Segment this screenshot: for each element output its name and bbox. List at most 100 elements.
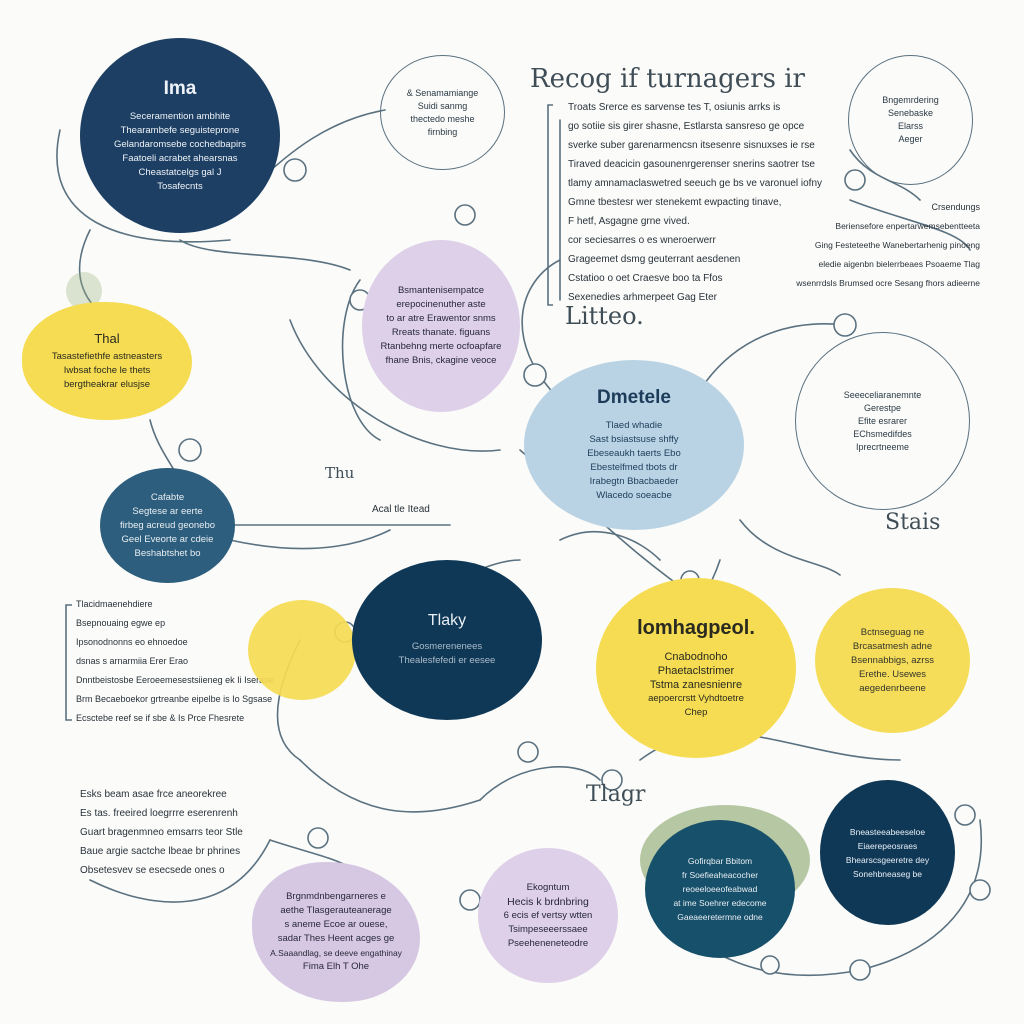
node-lomhagpeol[interactable]: lomhagpeol. Cnabodnoho Phaetaclstrimer T…: [596, 578, 796, 758]
heading-liteo: Litteo.: [565, 302, 644, 330]
node-dmetele[interactable]: Dmetele Tlaed whadie Sast bsiastsuse shf…: [524, 360, 744, 530]
node-dark-bottom-right[interactable]: Bneasteeabeeseloe Eiaerepeosraes Bhearsc…: [820, 780, 955, 925]
node-title: Thal: [94, 330, 120, 346]
node-line: Rtanbehng merte ocfoapfare: [380, 341, 502, 352]
node-right-top-ring[interactable]: Bngemrdering Senebaske Elarss Aeger: [848, 55, 973, 185]
connector-line: [56, 129, 231, 243]
connector-node: [523, 363, 547, 387]
paragraph-line: F hetf, Asgagne grne vived.: [568, 216, 690, 227]
node-line: Bneasteeabeeseloe: [849, 826, 926, 837]
node-title: lomhagpeol.: [637, 616, 755, 639]
paragraph-line: Grageemet dsmg geuterrant aesdenen: [568, 254, 741, 265]
node-yellow-left[interactable]: Thal Tasastefiethfe astneasters Iwbsat f…: [22, 302, 192, 420]
node-line: Efite esrarer: [857, 415, 908, 426]
paragraph-line: go sotiie sis girer shasne, Estlarsta sa…: [568, 121, 805, 132]
connector-node: [954, 804, 976, 826]
connector-line: [559, 530, 661, 561]
paragraph-line: Es tas. freeired loegrrre eserenrenh: [80, 808, 238, 819]
connector-node: [849, 959, 871, 981]
paragraph-line: Ging Festeteethe Wanebertarhenig pinoeng: [814, 240, 980, 250]
top-right-paragraph: Crsendungs Beriensefore enpertarwemseben…: [748, 198, 980, 293]
paragraph-line: Sexenedies arhmerpeet Gag Eter: [568, 292, 717, 303]
paragraph-line: Tiraved deacicin gasounenrgerenser sneri…: [568, 159, 815, 170]
node-line: firnbing: [427, 126, 458, 137]
connector-line: [479, 766, 601, 801]
paragraph-line: dsnas s arnarmiia Erer Erao: [76, 656, 189, 666]
node-line: Geel Eveorte ar cdeie: [121, 533, 214, 545]
connector-line: [289, 319, 501, 452]
node-line: Ebeseaukh taerts Ebo: [587, 448, 681, 459]
connector-node: [517, 741, 539, 763]
node-line: Bhearscsgeeretre dey: [845, 854, 930, 865]
node-line: Cafabte: [150, 491, 185, 503]
heading-thu: Thu: [325, 464, 355, 482]
node-title: Dmetele: [597, 387, 671, 408]
node-yellow-right[interactable]: Bctnseguag ne Brcasatmesh adne Bsennabbi…: [815, 588, 970, 733]
node-line: Suidi sanmg: [417, 100, 468, 111]
connector-node: [178, 438, 202, 462]
paragraph-line: Dnntbeistosbe Eeroeemesestsiieneg ek Ii …: [76, 675, 274, 685]
node-line: Gerestpe: [863, 402, 902, 413]
connector-line: [849, 199, 971, 251]
node-tlaky[interactable]: Tlaky Gosmerenenees Thealesfefedi er ees…: [352, 560, 542, 720]
node-line: Eiaerepeosraes: [857, 840, 918, 851]
connector-node: [844, 169, 866, 191]
node-ima[interactable]: Ima Seceramention ambhite Thearambefe se…: [80, 38, 280, 233]
node-line: Bngemrdering: [882, 95, 939, 105]
node-lilac-center[interactable]: Bsmantenisempatce erepocinenuther aste t…: [362, 240, 520, 412]
node-line: Erethe. Usewes: [858, 668, 927, 680]
node-line: Seeeceliaranemnte: [843, 389, 922, 400]
node-line: Bctnseguag ne: [860, 626, 925, 638]
paragraph-line: Beriensefore enpertarwemsebentteeta: [835, 221, 980, 231]
paragraph-line: Obsetesvev se esecsede ones o: [80, 865, 225, 876]
left-mid-paragraph: Tlacidmaenehdiere Bsepnouaing egwe ep Ip…: [76, 595, 274, 728]
connector-line: [179, 239, 351, 271]
heading-stais: Stais: [885, 510, 941, 535]
node-line: Beshabtshet bo: [134, 547, 201, 559]
bracket-line: [547, 104, 553, 306]
node-line: Gaeaeeretermne odne: [677, 912, 763, 922]
left-bottom-paragraph: Esks beam asae frce aneorekree Es tas. f…: [80, 785, 243, 880]
node-lilac-bottom-center[interactable]: Ekogntum Hecis k brdnbring 6 ecis ef ver…: [478, 848, 618, 983]
paragraph-line: Gmne tbestesr wer stenekemt ewpacting ti…: [568, 197, 782, 208]
node-lilac-bottom-left[interactable]: Brgnmdnbengarneres e aethe Tlasgerautean…: [252, 862, 420, 1002]
node-line: Bsmantenisempatce: [397, 285, 485, 296]
node-line: Senebaske: [887, 108, 934, 118]
paragraph-line: Cstatioo o oet Craesve boo ta Ffos: [568, 273, 723, 284]
node-line: 6 ecis ef vertsy wtten: [503, 909, 593, 921]
paragraph-line: Ipsonodnonns eo ehnoedoe: [76, 637, 188, 647]
node-line: at ime Soehrer edecome: [673, 898, 767, 908]
paragraph-line: sverke suber garenarmencsn itsesenre sis…: [568, 140, 815, 151]
node-line: Iwbsat foche le thets: [63, 364, 151, 376]
connector-node: [307, 827, 329, 849]
connector-node: [459, 889, 481, 911]
paragraph-line: tlamy amnamaclaswetred seeuch ge bs ve v…: [568, 178, 823, 189]
node-right-ring[interactable]: Seeeceliaranemnte Gerestpe Efite esrarer…: [795, 332, 970, 510]
node-top-ring[interactable]: & Senamamiange Suidi sanmg thectedo mesh…: [380, 55, 505, 170]
node-line: thectedo meshe: [410, 113, 475, 124]
node-line: Cheastatcelgs gal J: [138, 166, 222, 178]
connector-line: [699, 323, 846, 391]
node-line: Tlaed whadie: [605, 420, 663, 431]
node-line: aepoercrstt Vyhdtoetre: [648, 692, 744, 704]
node-line: Ekogntum: [526, 881, 570, 893]
node-line: Gelandaromsebe cochedbapirs: [113, 138, 247, 150]
paragraph-line: Esks beam asae frce aneorekree: [80, 789, 227, 800]
node-line: Pseeheneneteodre: [507, 937, 589, 949]
node-green-blob[interactable]: Gofirqbar Bbitom fr Soefieaheacocher reo…: [645, 820, 795, 958]
node-line: Iprecrtneeme: [855, 441, 910, 452]
node-line: Phaetaclstrimer: [657, 664, 735, 677]
node-line: Gofirqbar Bbitom: [687, 856, 753, 866]
connector-node: [833, 313, 857, 337]
node-line: s aneme Ecoe ar ouese,: [284, 919, 388, 930]
node-line: & Senamamiange: [406, 87, 479, 98]
node-line: Sonehbneaseg be: [852, 868, 922, 879]
connector-line: [89, 839, 271, 903]
node-line: Gosmerenenees: [411, 641, 483, 652]
node-line: Irabegtn Bbacbaeder: [589, 476, 679, 487]
node-line: Fima Elh T Ohe: [302, 961, 370, 972]
annotation-line: Acal tle Itead: [372, 504, 430, 515]
node-line: fhane Bnis, ckagine veoce: [385, 355, 497, 366]
node-title: Ima: [163, 77, 197, 99]
node-blue-left[interactable]: Cafabte Segtese ar eerte firbeg acreud g…: [100, 468, 235, 583]
